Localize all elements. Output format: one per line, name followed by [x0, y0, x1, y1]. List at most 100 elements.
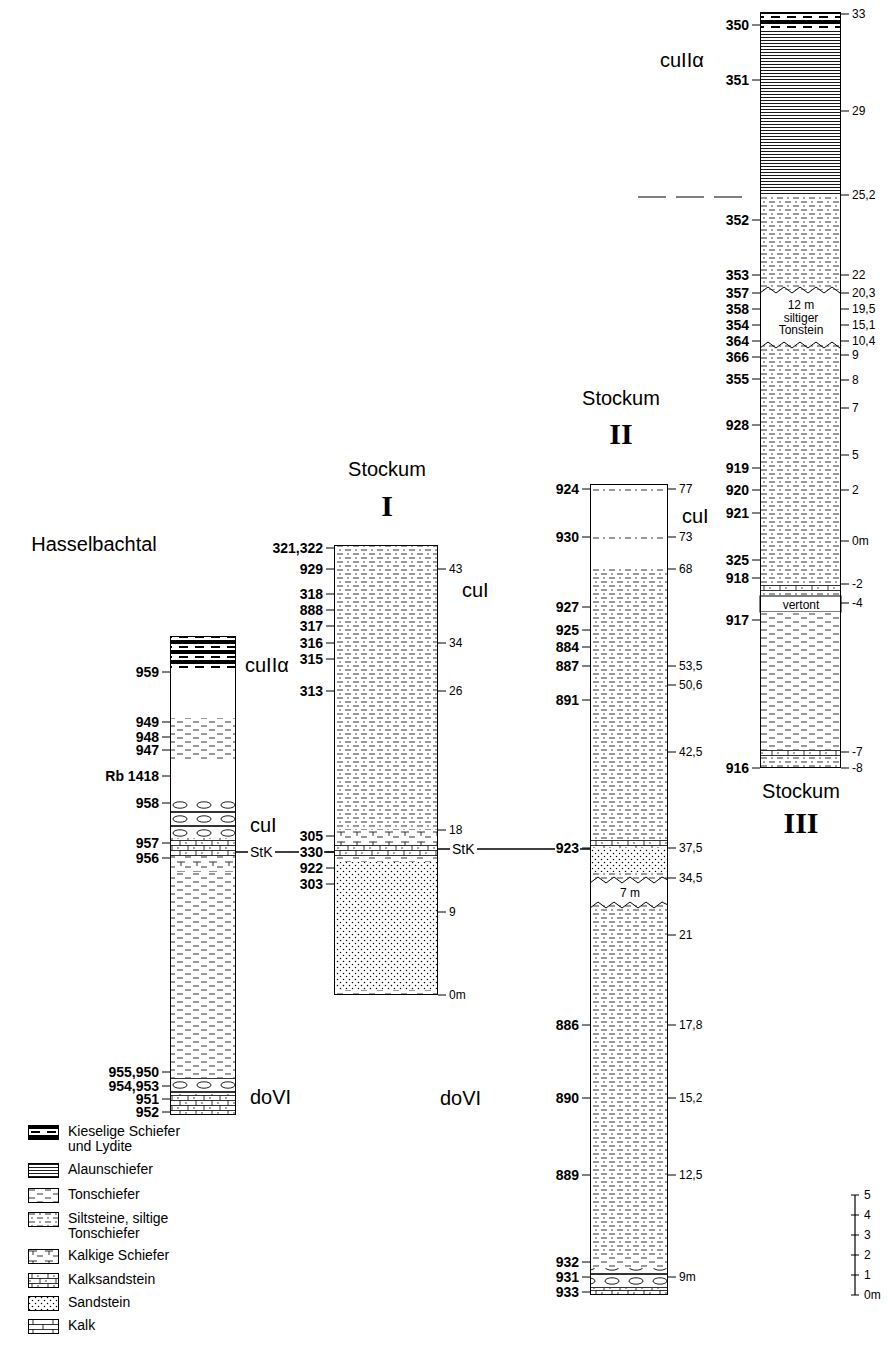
depth-mark: 5 — [851, 449, 860, 462]
sample-number: 888 — [299, 603, 324, 618]
strat-unit: doVI — [250, 1087, 291, 1108]
sample-number: 952 — [135, 1105, 160, 1120]
leader-tick — [162, 843, 170, 844]
leader-tick — [438, 691, 446, 692]
leader-tick — [841, 541, 849, 542]
leader-tick — [326, 643, 334, 644]
rock-bed — [170, 760, 236, 800]
legend-sample — [29, 1250, 59, 1264]
sample-number: 917 — [725, 613, 750, 628]
sample-number: 947 — [135, 743, 160, 758]
depth-mark: 19,5 — [851, 303, 876, 316]
leader-tick — [162, 858, 170, 859]
depth-mark: 15,2 — [678, 1092, 703, 1105]
sample-number: 305 — [299, 829, 324, 844]
sample-number: 919 — [725, 461, 750, 476]
sample-number: 325 — [725, 553, 750, 568]
rock-bed — [590, 1288, 668, 1295]
leader-tick — [582, 630, 590, 631]
depth-mark: 12,5 — [678, 1169, 703, 1182]
depth-mark: 0m — [863, 1289, 882, 1302]
legend-swatch — [28, 1163, 60, 1179]
depth-mark: 9m — [678, 1271, 697, 1284]
leader-tick — [326, 884, 334, 885]
rock-bed — [760, 591, 841, 596]
leader-tick — [668, 666, 676, 667]
leader-tick — [438, 569, 446, 570]
leader-tick — [582, 1277, 590, 1278]
rock-bed — [760, 756, 841, 768]
leader-tick — [162, 722, 170, 723]
leader-tick — [841, 355, 849, 356]
leader-tick — [438, 912, 446, 913]
rock-bed — [590, 872, 668, 1255]
leader-tick — [162, 803, 170, 804]
leader-tick — [326, 691, 334, 692]
leader-tick — [752, 513, 760, 514]
legend-text: Kieselige Schiefer und Lydite — [68, 1124, 200, 1155]
sample-number: 932 — [555, 1255, 580, 1270]
sample-number: 357 — [725, 286, 750, 301]
depth-mark: 33 — [851, 8, 866, 21]
sample-number: 353 — [725, 268, 750, 283]
depth-mark: 18 — [448, 824, 463, 837]
leader-tick — [841, 195, 849, 196]
leader-tick — [326, 659, 334, 660]
rock-bed — [170, 1094, 236, 1115]
leader-tick — [668, 1098, 676, 1099]
rock-bed — [170, 856, 236, 872]
sample-number: 931 — [555, 1270, 580, 1285]
scale-tick — [851, 1255, 859, 1256]
depth-mark: 73 — [678, 531, 693, 544]
rock-bed — [760, 585, 841, 591]
break-zigzag — [590, 902, 668, 908]
legend-swatch — [28, 1125, 60, 1141]
sample-number: 928 — [725, 418, 750, 433]
legend-text: Kalkige Schiefer — [68, 1248, 200, 1263]
break-zigzag — [760, 342, 841, 348]
legend-sample — [29, 1189, 59, 1203]
strat-column: StockumI — [334, 545, 438, 995]
depth-mark: 34,5 — [678, 872, 703, 885]
depth-mark: 43 — [448, 563, 463, 576]
leader-tick — [752, 620, 760, 621]
leader-tick — [438, 830, 446, 831]
scale-tick — [851, 1235, 859, 1236]
column-title: Stockum — [582, 388, 660, 409]
sample-number: 303 — [299, 877, 324, 892]
leader-tick — [326, 868, 334, 869]
legend-sample — [29, 1320, 59, 1334]
leader-tick — [582, 1025, 590, 1026]
depth-mark: 10,4 — [851, 335, 876, 348]
gap-note: 12 m siltiger Tonstein — [768, 299, 834, 337]
sample-number: 957 — [135, 836, 160, 851]
scale-tick — [851, 1295, 859, 1296]
depth-mark: 21 — [678, 929, 693, 942]
column-number: III — [783, 807, 818, 839]
sample-number: 927 — [555, 600, 580, 615]
leader-tick — [582, 1098, 590, 1099]
leader-tick — [841, 490, 849, 491]
leader-tick — [668, 1175, 676, 1176]
leader-tick — [752, 560, 760, 561]
break-zigzag — [590, 877, 668, 883]
sample-number: 891 — [555, 693, 580, 708]
rock-bed — [590, 569, 668, 840]
gap-area — [590, 880, 668, 905]
leader-tick — [582, 1262, 590, 1263]
column-title: Stockum — [348, 459, 426, 480]
leader-tick — [841, 275, 849, 276]
leader-tick — [668, 752, 676, 753]
leader-tick — [841, 408, 849, 409]
sample-number: 330 — [299, 845, 324, 860]
scale-tick — [851, 1215, 859, 1216]
sample-number: 929 — [299, 562, 324, 577]
sample-number: 364 — [725, 334, 750, 349]
boundary-dash — [638, 196, 745, 197]
sample-number: 321,322 — [271, 541, 324, 556]
leader-tick — [438, 995, 446, 996]
column-number: II — [609, 418, 632, 450]
leader-tick — [841, 293, 849, 294]
rock-bed — [590, 1268, 668, 1288]
scale-tick — [851, 1275, 859, 1276]
